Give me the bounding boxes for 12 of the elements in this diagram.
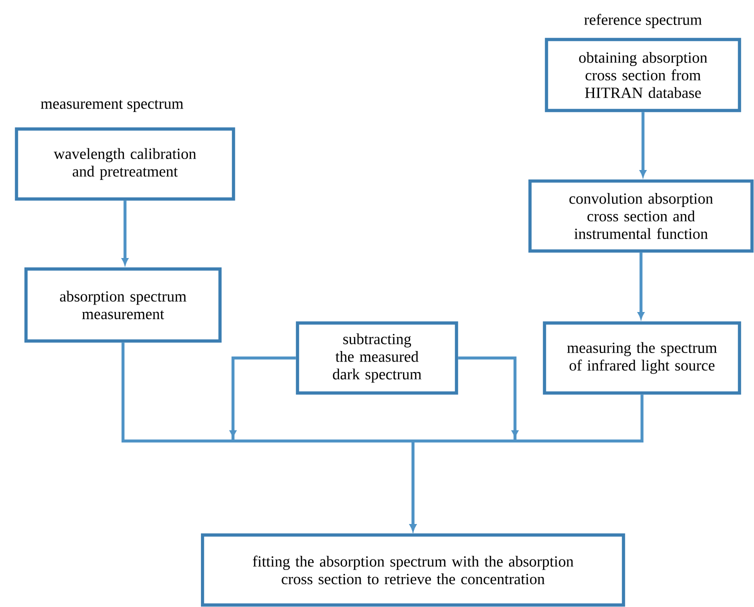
process-box: obtaining absorption cross section from HITRAN database — [544, 38, 742, 112]
process-box: subtracting the measured dark spectrum — [296, 321, 458, 395]
process-box: absorption spectrum measurement — [24, 267, 222, 343]
process-box: measuring the spectrum of infrared light source — [542, 321, 742, 395]
process-box: wavelength calibration and pretreatment — [14, 127, 236, 201]
arrow — [122, 200, 128, 265]
process-box: fitting the absorption spectrum with the absorption cross section to retrieve the concentration — [200, 533, 626, 607]
column-heading: measurement spectrum — [40, 100, 184, 112]
process-box: convolution absorption cross section and instrumental function — [528, 179, 754, 253]
arrow — [638, 252, 644, 319]
arrow — [640, 112, 646, 177]
connector-arrow — [410, 394, 644, 531]
